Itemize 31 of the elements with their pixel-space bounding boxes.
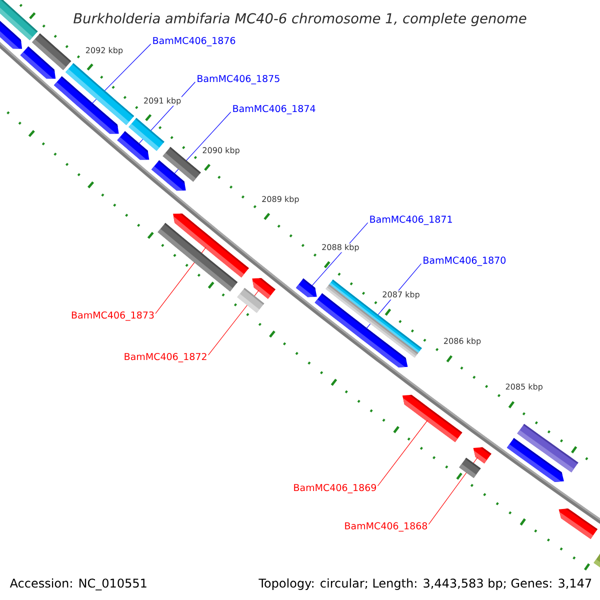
gene-label: BamMC406_1873: [72, 311, 154, 321]
tick-label: 2086 kbp: [442, 337, 482, 346]
leader-line: [91, 44, 152, 104]
gene-label: BamMC406_1874: [233, 104, 316, 114]
footer-text: Accession: NC_010551: [10, 578, 146, 590]
gene-block: [296, 278, 317, 298]
tick-label: 2089 kbp: [260, 195, 300, 204]
gene-label: BamMC406_1872: [124, 352, 206, 362]
leader-line: [428, 457, 478, 525]
tick-label: 2088 kbp: [320, 243, 360, 252]
leader-line: [311, 222, 368, 286]
gene-label: BamMC406_1871: [370, 216, 452, 225]
tick-label: 2090 kbp: [202, 146, 240, 156]
gene-block: [402, 394, 462, 442]
gene-block: [558, 508, 598, 539]
tick-label: 2087 kbp: [382, 290, 420, 300]
gene-label: BamMC406_1869: [294, 484, 376, 494]
gene-block: [252, 278, 276, 299]
tick-label: 2092 kbp: [84, 46, 124, 56]
tick-label: 2091 kbp: [142, 96, 182, 106]
tick-label: 2085 kbp: [504, 382, 544, 392]
leader-line: [174, 112, 232, 174]
map-title: Burkholderia ambifaria MC40-6 chromosome 1, complete genome: [74, 12, 526, 26]
footer-text: Topology: circular; Length: 3,443,583 bp; Genes: 3,147: [258, 578, 592, 590]
leader-line: [208, 290, 260, 356]
gene-label: BamMC406_1875: [198, 74, 280, 84]
leader-line: [377, 420, 428, 486]
gene-label: BamMC406_1870: [424, 256, 506, 266]
gene-block: [473, 447, 492, 464]
gene-label: BamMC406_1868: [345, 522, 428, 532]
gene-label: BamMC406_1876: [153, 36, 236, 46]
